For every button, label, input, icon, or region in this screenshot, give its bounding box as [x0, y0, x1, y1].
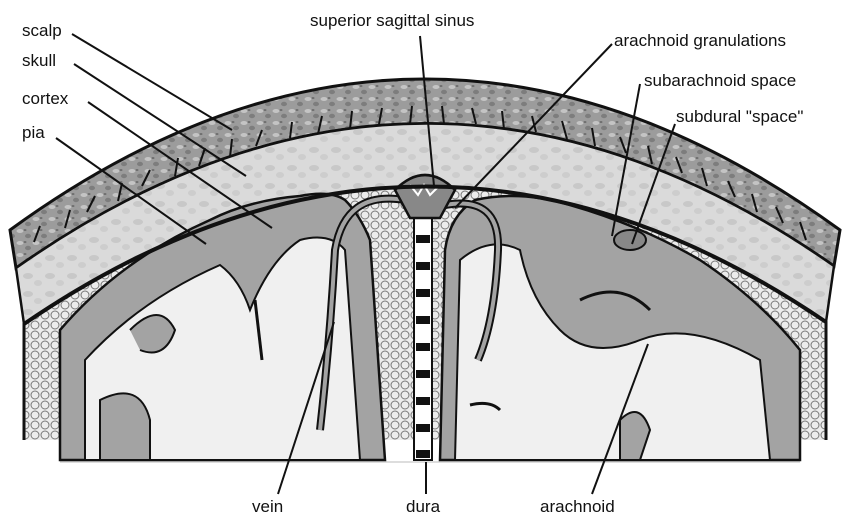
- label-skull: skull: [22, 52, 56, 69]
- dura-falx: [414, 215, 432, 460]
- label-superior-sagittal-sinus: superior sagittal sinus: [310, 12, 474, 29]
- label-vein: vein: [252, 498, 283, 515]
- label-cortex: cortex: [22, 90, 68, 107]
- label-subarachnoid-space: subarachnoid space: [644, 72, 796, 89]
- label-subdural-space: subdural "space": [676, 108, 803, 125]
- label-scalp: scalp: [22, 22, 62, 39]
- label-arachnoid-granulations: arachnoid granulations: [614, 32, 786, 49]
- arachnoid-granulation: [614, 230, 646, 250]
- label-dura: dura: [406, 498, 440, 515]
- label-arachnoid: arachnoid: [540, 498, 615, 515]
- label-pia: pia: [22, 124, 45, 141]
